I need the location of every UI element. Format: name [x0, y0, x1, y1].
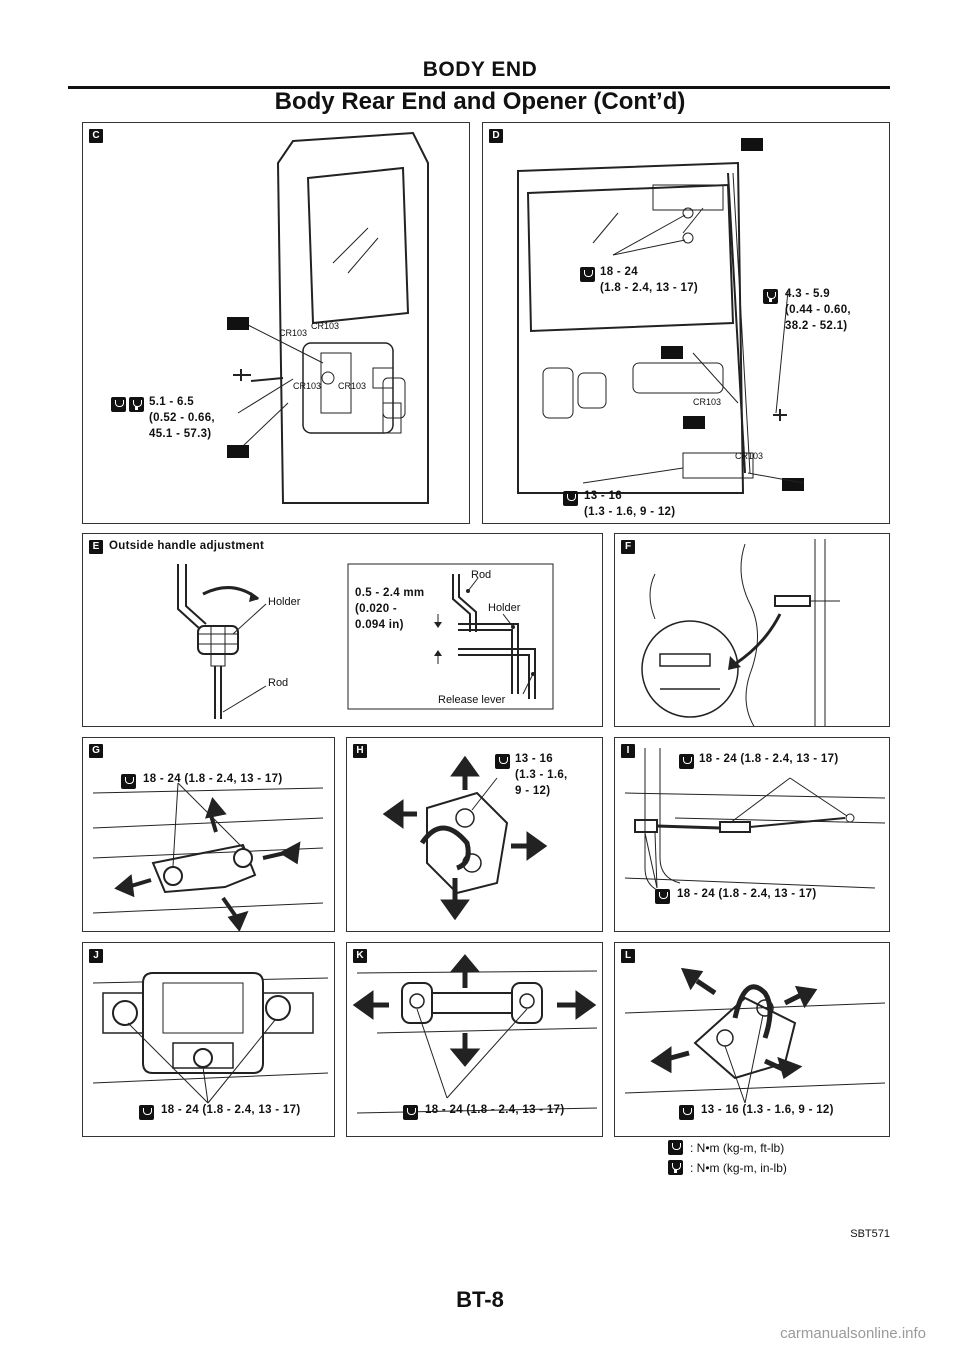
panel-l: L 13 - 16 (1.3 - 1.6, 9 - 12)	[614, 942, 890, 1137]
torque-spec-line: 13 - 16	[515, 753, 553, 765]
torque-spec-line: 38.2 - 52.1)	[785, 320, 848, 332]
torque-spec: 18 - 24 (1.8 - 2.4, 13 - 17)	[699, 753, 839, 765]
stay-rod-illustration	[624, 748, 886, 894]
rod-label: Rod	[471, 569, 492, 581]
lock-striker-illustration	[624, 967, 886, 1104]
panel-letter-badge: I	[621, 744, 635, 758]
part-code: CR103	[735, 451, 764, 461]
legend-ft-lb: : N•m (kg-m, ft-lb)	[690, 1141, 785, 1155]
torque-spec: 18 - 24 (1.8 - 2.4, 13 - 17)	[143, 773, 283, 785]
torque-in-lb-icon	[129, 397, 144, 412]
panel-letter-badge: J	[89, 949, 103, 963]
gap-spec-line: 0.5 - 2.4 mm	[355, 587, 425, 599]
door-striker-illustration	[382, 755, 548, 921]
torque-ft-lb-icon	[655, 889, 670, 904]
back-door-opener-illustration	[517, 138, 804, 494]
figure-code: SBT571	[850, 1228, 890, 1240]
page-number: BT-8	[456, 1287, 504, 1312]
release-lever-label: Release lever	[438, 694, 506, 706]
torque-spec-line: 9 - 12)	[515, 785, 551, 797]
torque-spec-line: 45.1 - 57.3)	[149, 428, 212, 440]
service-symbol-icon	[111, 397, 126, 412]
panel-d: D CR103 CR103 18 - 24 (1.8 - 2.4, 13 - 1…	[482, 122, 890, 524]
panel-k: K 18 - 24 (1.8 - 2.4, 13 - 17)	[346, 942, 603, 1137]
torque-in-lb-icon	[763, 289, 778, 304]
part-code: CR103	[338, 381, 367, 391]
section-title: BODY END	[422, 58, 538, 81]
watermark: carmanualsonline.info	[780, 1325, 926, 1342]
torque-ft-lb-icon	[563, 491, 578, 506]
holder-label: Holder	[268, 596, 301, 608]
torque-spec: 18 - 24 (1.8 - 2.4, 13 - 17)	[161, 1104, 301, 1116]
panel-g: G 18 - 24 (1.8 - 2.4, 13 - 17)	[82, 737, 335, 932]
torque-ft-lb-icon	[495, 754, 510, 769]
torque-ft-lb-icon	[679, 754, 694, 769]
panel-letter-badge: E	[89, 540, 103, 554]
panel-i: I 18 - 24 (1.8 - 2.4, 13 - 17) 18 - 24 (…	[614, 737, 890, 932]
header-divider	[68, 86, 890, 89]
panel-h: H 13 - 16 (1.3 - 1.6, 9 - 12)	[346, 737, 603, 932]
panel-letter-badge: H	[353, 744, 367, 758]
striker-adjustment-illustration	[92, 782, 324, 931]
back-door-lock-illustration	[227, 131, 429, 504]
torque-spec-line: 4.3 - 5.9	[785, 288, 830, 300]
torque-spec-line: (1.8 - 2.4, 13 - 17)	[600, 282, 699, 294]
torque-spec-line: (1.3 - 1.6, 9 - 12)	[584, 506, 676, 518]
part-code: CR103	[311, 321, 340, 331]
part-code: CR103	[693, 397, 722, 407]
torque-spec: 18 - 24 (1.8 - 2.4, 13 - 17)	[425, 1104, 565, 1116]
gap-spec-line: (0.020 -	[355, 603, 398, 615]
torque-ft-lb-icon	[121, 774, 136, 789]
torque-spec-line: (1.3 - 1.6,	[515, 769, 568, 781]
rod-label: Rod	[268, 677, 289, 689]
torque-spec: 18 - 24 (1.8 - 2.4, 13 - 17)	[677, 888, 817, 900]
panel-letter-badge: D	[489, 129, 503, 143]
hinge-illustration	[92, 972, 329, 1104]
panel-letter-badge: C	[89, 129, 103, 143]
legend-in-lb: : N•m (kg-m, in-lb)	[690, 1161, 787, 1175]
holder-label: Holder	[488, 602, 521, 614]
torque-spec: 13 - 16 (1.3 - 1.6, 9 - 12)	[701, 1104, 834, 1116]
page-subtitle: Body Rear End and Opener (Cont’d)	[274, 88, 686, 115]
panel-f: F	[614, 533, 890, 727]
torque-spec-line: 18 - 24	[600, 266, 638, 278]
torque-ft-lb-icon	[679, 1105, 694, 1120]
panel-heading: Outside handle adjustment	[109, 540, 265, 552]
door-stopper-illustration	[352, 954, 598, 1114]
panel-letter-badge: K	[353, 949, 367, 963]
part-code: CR103	[279, 328, 308, 338]
panel-letter-badge: L	[621, 949, 635, 963]
outside-handle-adjustment-illustration	[177, 563, 554, 719]
panel-j: J 18 - 24 (1.8 - 2.4, 13 - 17)	[82, 942, 335, 1137]
torque-spec-line: 5.1 - 6.5	[149, 396, 194, 408]
torque-ft-lb-icon	[580, 267, 595, 282]
torque-in-lb-icon	[668, 1160, 683, 1175]
torque-spec-line: 13 - 16	[584, 490, 622, 502]
panel-letter-badge: G	[89, 744, 103, 758]
gap-spec-line: 0.094 in)	[355, 619, 404, 631]
torque-spec-line: (0.52 - 0.66,	[149, 412, 215, 424]
panel-e: E Outside handle adjustment Holder Rod 0…	[82, 533, 603, 727]
panel-c: C CR103 CR103 CR103 CR103 5.1 - 6.5 (0.5…	[82, 122, 470, 524]
panel-letter-badge: F	[621, 540, 635, 554]
torque-ft-lb-icon	[403, 1105, 418, 1120]
torque-ft-lb-icon	[139, 1105, 154, 1120]
torque-spec-line: (0.44 - 0.60,	[785, 304, 851, 316]
part-code: CR103	[293, 381, 322, 391]
torque-ft-lb-icon	[668, 1140, 683, 1155]
rod-connector-illustration	[641, 539, 840, 726]
